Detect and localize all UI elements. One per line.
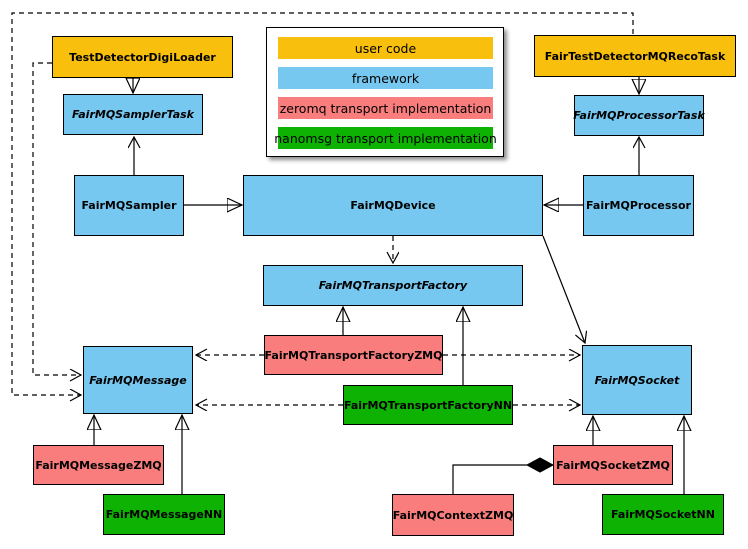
node-fairmqmessagezmq: FairMQMessageZMQ: [33, 445, 164, 485]
node-label: FairMQContextZMQ: [392, 508, 514, 522]
node-fairmqcontextzmq: FairMQContextZMQ: [392, 494, 514, 536]
node-label: FairMQProcessorTask: [573, 109, 705, 122]
node-label: FairMQSocket: [594, 373, 680, 387]
node-fairmqsocketzmq: FairMQSocketZMQ: [553, 445, 673, 485]
node-fairmqsocket: FairMQSocket: [582, 345, 692, 415]
node-fairmqsamplertask: FairMQSamplerTask: [63, 94, 203, 135]
node-fairtestdetectormqrecotask: FairTestDetectorMQRecoTask: [534, 35, 736, 77]
node-label: FairMQSocketNN: [611, 508, 715, 521]
node-label: TestDetectorDigiLoader: [69, 50, 216, 64]
node-label: FairMQMessageNN: [105, 508, 223, 521]
legend-label: nanomsg transport implementation: [274, 130, 497, 146]
node-label: FairMQSocketZMQ: [556, 458, 670, 472]
legend-label: zeromq transport implementation: [279, 100, 492, 116]
node-label: FairMQSamplerTask: [72, 108, 194, 121]
edge-comp-contextzmq-socketzmq: [452, 464, 527, 494]
legend-label: user code: [354, 40, 417, 56]
node-fairmqtransportfactory: FairMQTransportFactory: [263, 265, 523, 306]
node-testdetectordigiloader: TestDetectorDigiLoader: [52, 36, 233, 78]
node-fairmqsampler: FairMQSampler: [74, 175, 184, 236]
legend-box: user code framework zeromq transport imp…: [266, 27, 504, 157]
node-label: FairMQTransportFactoryZMQ: [264, 348, 443, 362]
node-label: FairMQTransportFactory: [318, 279, 468, 292]
node-label: FairMQTransportFactoryNN: [343, 398, 513, 412]
legend-item-user-code: user code: [278, 37, 493, 59]
node-fairmqprocessortask: FairMQProcessorTask: [573, 95, 705, 136]
node-label: FairMQSampler: [81, 199, 177, 212]
legend-item-framework: framework: [278, 67, 493, 89]
composition-diamond-icon: [525, 457, 555, 473]
node-fairmqdevice: FairMQDevice: [243, 175, 543, 236]
node-label: FairMQMessageZMQ: [35, 458, 162, 472]
node-label: FairMQProcessor: [586, 199, 691, 212]
legend-item-zeromq: zeromq transport implementation: [278, 97, 493, 119]
node-label: FairMQDevice: [350, 199, 436, 212]
edge-assoc-device-socket: [542, 235, 585, 343]
node-label: FairTestDetectorMQRecoTask: [544, 49, 726, 63]
node-fairmqprocessor: FairMQProcessor: [583, 175, 694, 236]
node-fairmqtransportfactorynn: FairMQTransportFactoryNN: [343, 385, 513, 425]
legend-item-nanomsg: nanomsg transport implementation: [274, 127, 497, 149]
node-fairmqsocketnn: FairMQSocketNN: [602, 494, 724, 535]
node-fairmqmessagenn: FairMQMessageNN: [103, 494, 225, 535]
node-label: FairMQMessage: [89, 373, 187, 387]
node-fairmqtransportfactoryzmq: FairMQTransportFactoryZMQ: [264, 335, 443, 375]
node-fairmqmessage: FairMQMessage: [83, 346, 193, 414]
legend-label: framework: [351, 70, 420, 86]
